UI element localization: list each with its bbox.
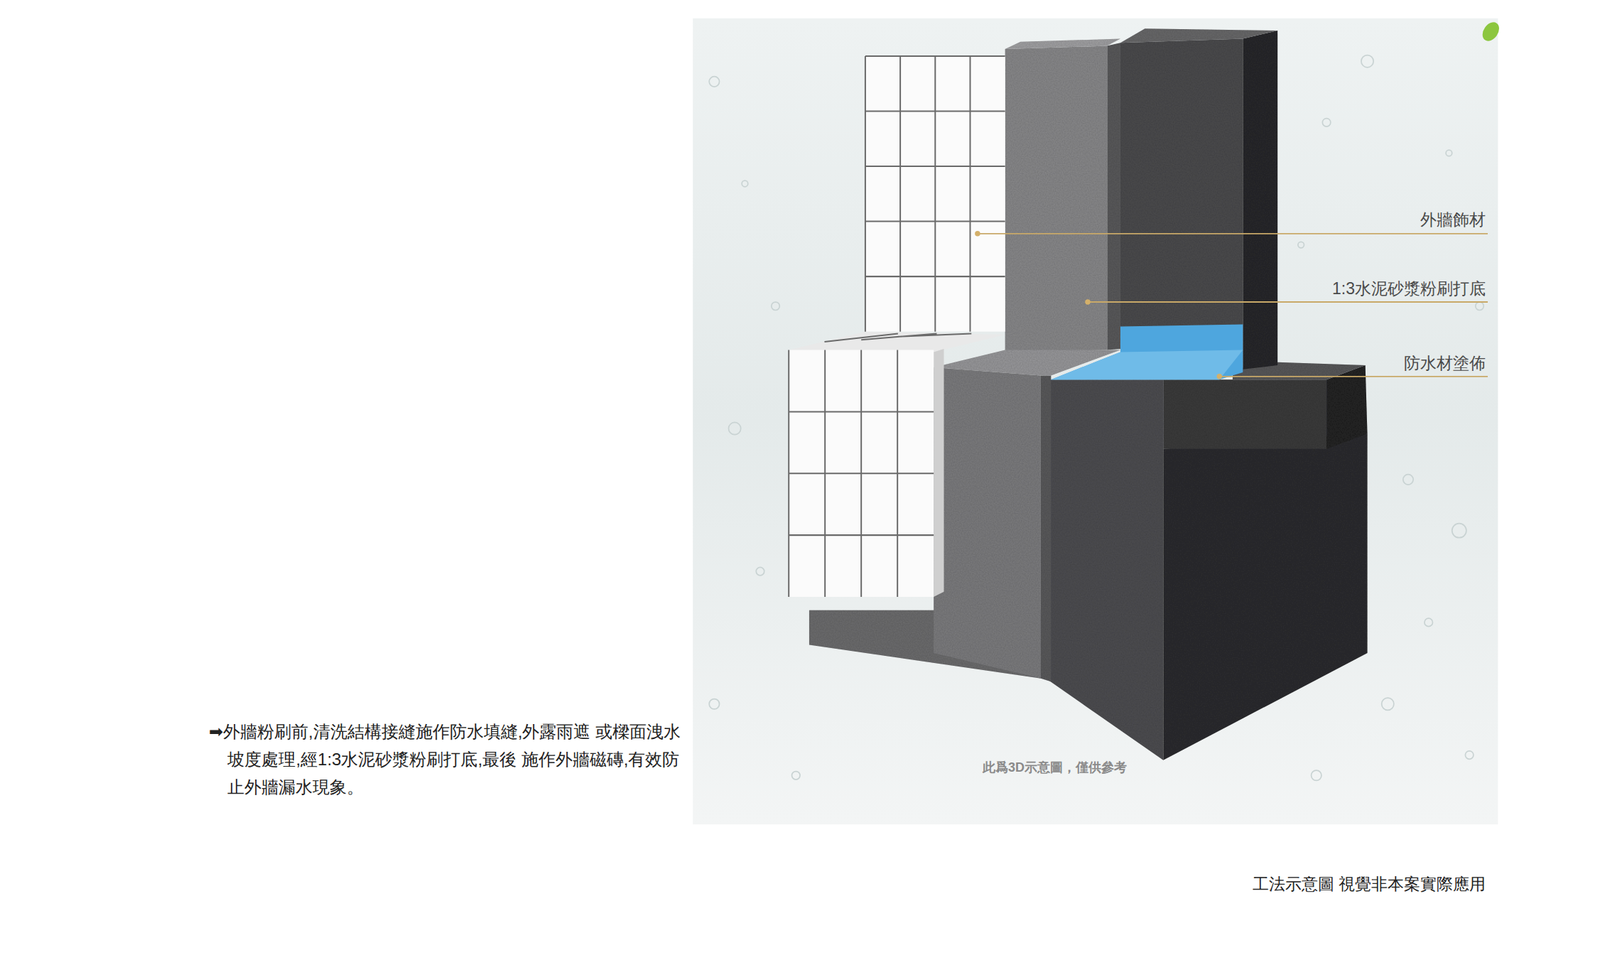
callout-label: 外牆飾材 — [1420, 208, 1486, 231]
callout-label: 防水材塗佈 — [1403, 352, 1486, 374]
leaf-icon — [1479, 19, 1503, 45]
figure-caption: 工法示意圖 視覺非本案實際應用 — [1252, 873, 1486, 895]
description-note: ➡外牆粉刷前,清洗結構接縫施作防水填縫,外露雨遮 或樑面洩水坡度處理,經1:3水… — [208, 717, 683, 801]
callout-label: 1:3水泥砂漿粉刷打底 — [1332, 277, 1486, 300]
leader-lines — [977, 233, 1488, 377]
leader-dots — [974, 230, 1223, 379]
watermark-note: 此爲3D示意圖，僅供參考 — [982, 759, 1127, 776]
tile-layer — [788, 56, 1005, 597]
background-panel — [692, 18, 1498, 825]
